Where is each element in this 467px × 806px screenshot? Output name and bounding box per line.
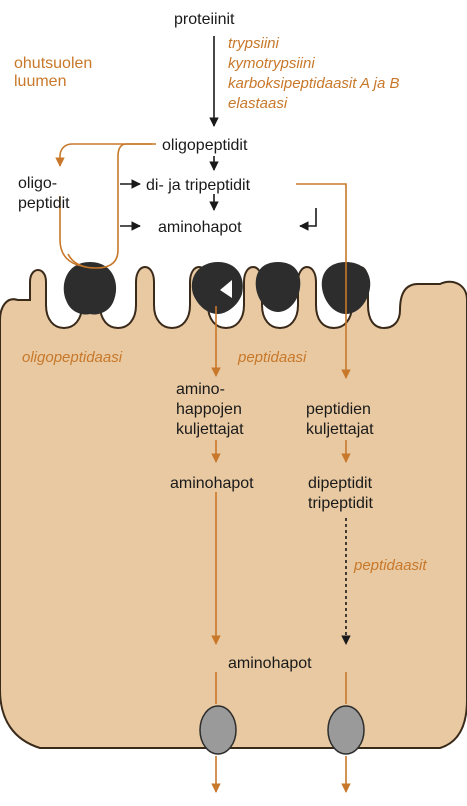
label-oligopeptides: oligopeptidit xyxy=(162,137,248,154)
label-aa-transporters-1: amino- xyxy=(176,381,225,398)
cell-body xyxy=(0,267,467,748)
label-amino-acids-mid: aminohapot xyxy=(170,475,254,492)
label-aa-transporters-2: happojen xyxy=(176,401,242,418)
label-amino-acids-top: aminohapot xyxy=(158,219,242,236)
label-lumen-2: luumen xyxy=(14,73,66,90)
label-amino-acids-bottom: aminohapot xyxy=(228,655,312,672)
label-peptidase: peptidaasi xyxy=(237,349,307,366)
enzyme-elastase: elastaasi xyxy=(228,95,288,112)
label-side-oligo-2: peptidit xyxy=(18,195,70,212)
label-aa-transporters-3: kuljettajat xyxy=(176,421,244,438)
label-proteins: proteiinit xyxy=(174,11,235,28)
label-dipeptides: dipeptidit xyxy=(308,475,373,492)
enzyme-trypsin: trypsiini xyxy=(228,35,280,52)
label-pep-transporters-1: peptidien xyxy=(306,401,371,418)
label-side-oligo-1: oligo- xyxy=(18,175,57,192)
label-oligopeptidase: oligopeptidaasi xyxy=(22,349,123,366)
label-di-tri: di- ja tripeptidit xyxy=(146,177,251,194)
basolateral-transporter-right xyxy=(328,706,364,754)
oligopeptidase-enzyme xyxy=(64,262,116,314)
arrow-oligo-return xyxy=(60,144,152,166)
label-pep-transporters-2: kuljettajat xyxy=(306,421,374,438)
label-tripeptides: tripeptidit xyxy=(308,495,373,512)
basolateral-transporter-left xyxy=(200,706,236,754)
arrow-right-aa xyxy=(300,208,316,226)
enzyme-carboxypeptidase: karboksipeptidaasit A ja B xyxy=(228,75,399,92)
arrow-oligo-loop xyxy=(68,144,156,268)
label-lumen-1: ohutsuolen xyxy=(14,55,92,72)
label-peptidases: peptidaasit xyxy=(353,557,427,574)
enzyme-chymotrypsin: kymotrypsiini xyxy=(228,55,315,72)
